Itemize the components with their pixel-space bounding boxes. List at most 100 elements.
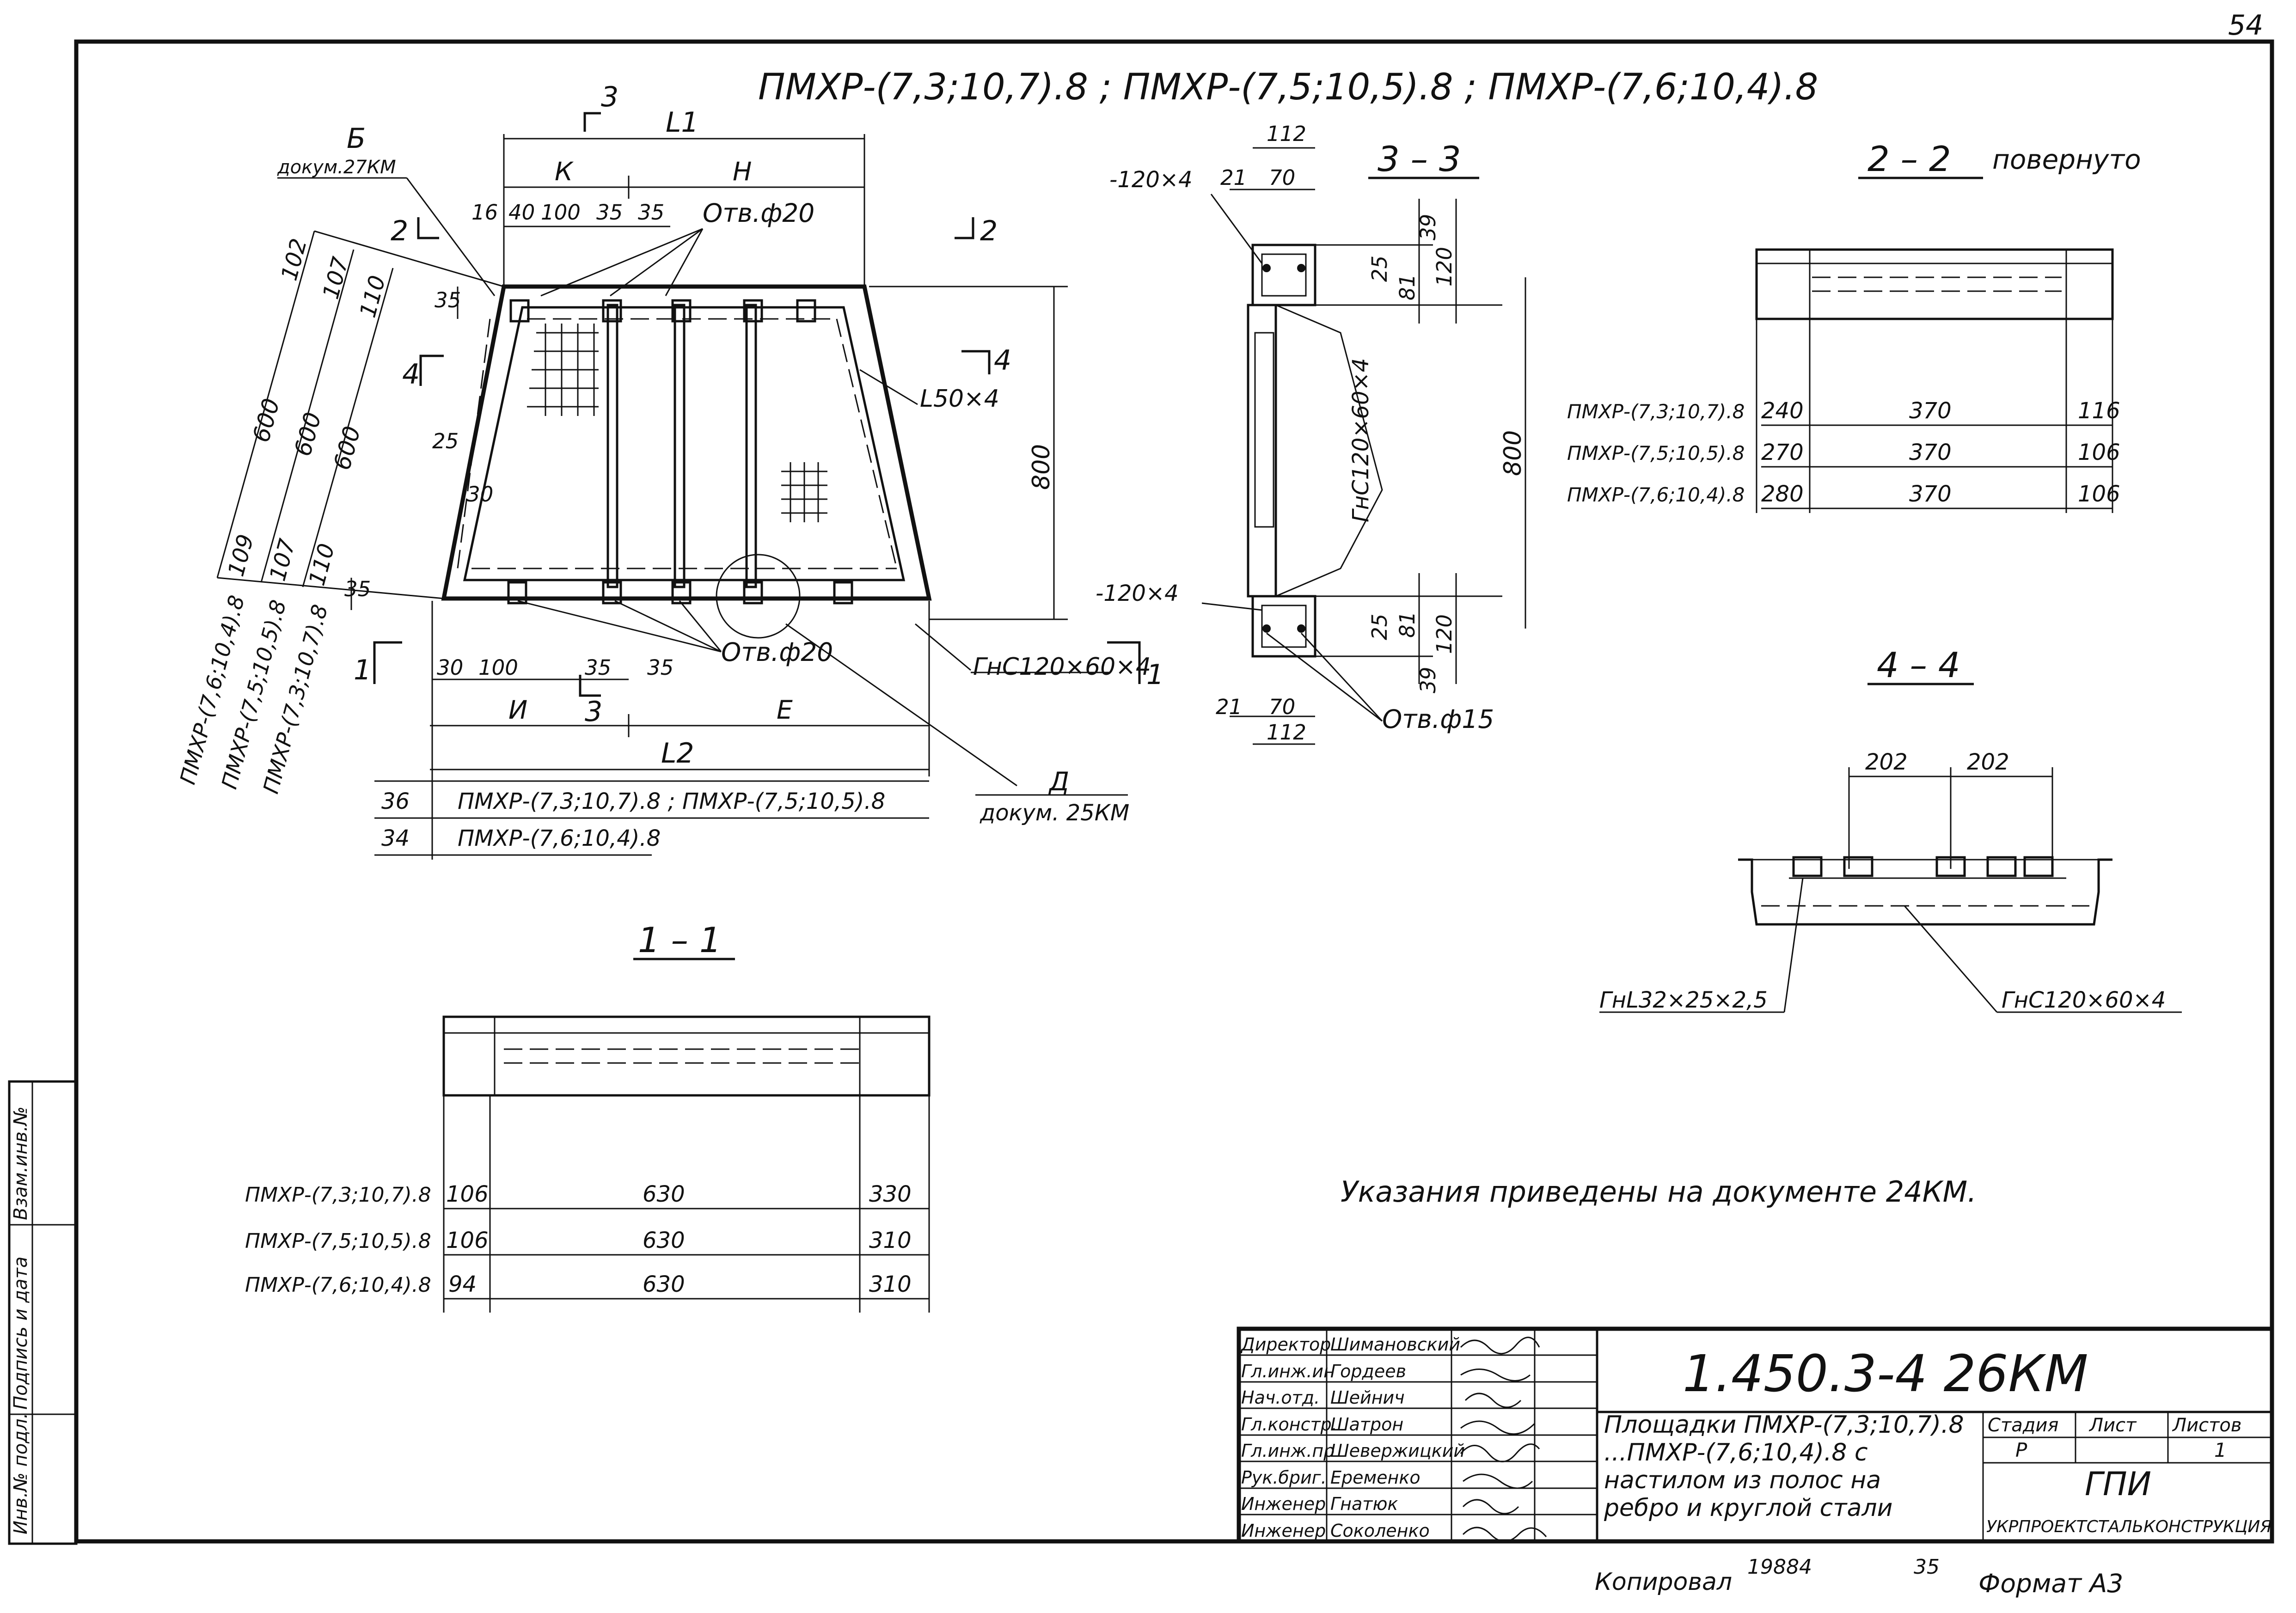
section-3-3-dim-25-top-text: 25 xyxy=(1367,256,1392,282)
title-block-roles-4-role-text: Гл.инж.пр xyxy=(1241,1441,1335,1461)
section-3-3-dim-21-top-text: 21 xyxy=(1220,165,1247,190)
plan-sec4-right-mark-text: 4 xyxy=(994,344,1011,377)
section-2-2-rows-2-right-text: 106 xyxy=(2078,481,2120,507)
plan-l2-rows-1-label-text: ПМХР-(7,6;10,4).8 xyxy=(458,825,661,851)
corner-mark: 54 xyxy=(2228,9,2263,42)
section-1-1-title: 1 – 1 xyxy=(638,920,722,960)
plan-dim-102-text: 102 xyxy=(276,236,312,283)
plan-inner-outline xyxy=(463,306,906,581)
plan-dim-k-text: К xyxy=(555,157,574,186)
section-2-2-rows-1-left-text: 270 xyxy=(1761,440,1804,465)
section-4-4-dim-202-b-text: 202 xyxy=(1967,749,2009,775)
section-3-3-dim-800-text: 800 xyxy=(1499,430,1527,476)
section-3-3-dim-70-bot-text: 70 xyxy=(1269,695,1295,719)
title-block-roles-0-role-text: Директор xyxy=(1240,1334,1331,1355)
plan-outline xyxy=(441,284,932,601)
section-3-3-channel-vertical-text: ГнС120×60×4 xyxy=(1348,358,1374,522)
section-1-1-rows-1-mid-text: 630 xyxy=(643,1228,685,1253)
title-block: Директор Шимановский Гл.инж.ин Гордеев Н… xyxy=(1237,1326,2274,1544)
footer-number-text: 19884 xyxy=(1747,1555,1812,1579)
section-2-2-rows-0-left-text: 240 xyxy=(1761,398,1804,424)
section-3-3-dim-25-bot-text: 25 xyxy=(1367,614,1392,640)
section-2-2-rows-0-right-text: 116 xyxy=(2078,398,2120,424)
section-2-2-rows-2-label-text: ПМХР-(7,6;10,4).8 xyxy=(1567,483,1745,506)
section-2-2: 2 – 2 повернуто ПМХР-(7,3;10,7).8 240 37… xyxy=(1567,139,2141,513)
plan-dim-110-bot-text: 110 xyxy=(304,541,340,588)
section-3-3: 3 – 3 112 21 70 -120×4 39 25 81 120 800 xyxy=(1096,122,1527,745)
section-4-4: 4 – 4 202 202 ГнL32×25×2,5 ГнС120×60×4 xyxy=(1599,645,2182,1013)
title-block-roles-2-role-text: Нач.отд. xyxy=(1241,1387,1320,1408)
plan-sec2-right-mark-text: 2 xyxy=(980,215,998,247)
title-block-roles-7-name-text: Соколенко xyxy=(1330,1521,1430,1541)
plan-dim-30-bot-text: 30 xyxy=(437,655,463,680)
plan-l2-rows-1-value-text: 34 xyxy=(381,825,410,851)
plan-dim-800-text: 800 xyxy=(1028,444,1055,490)
plan-sec2-left-mark-text: 2 xyxy=(391,215,408,247)
sec3-mark: 3 xyxy=(601,81,618,113)
section-3-3-dim-70-top-text: 70 xyxy=(1269,165,1295,190)
note-text: Указания приведены на документе 24КМ. xyxy=(1341,1175,1977,1209)
section-1-1: 1 – 1 ПМХР-(7,3;10,7).8 106 630 330 ПМХР… xyxy=(245,920,931,1313)
doc-code: 1.450.3-4 26КМ xyxy=(1683,1344,2088,1403)
section-1-1-rows-1-right-text: 310 xyxy=(869,1228,912,1253)
section-3-3-dim-39-bot-text: 39 xyxy=(1416,667,1440,693)
section-3-3-plate-bottom-text: -120×4 xyxy=(1096,580,1179,606)
title-block-roles-3-name-text: Шатрон xyxy=(1330,1414,1403,1435)
section-3-3-dim-112-top-text: 112 xyxy=(1267,122,1306,146)
plan-dim-l2-text: L2 xyxy=(661,737,694,770)
title-block-roles-1-role-text: Гл.инж.ин xyxy=(1241,1361,1335,1381)
side-stamp-col2-text: Подпись и дата xyxy=(10,1257,31,1410)
section-4-4-title: 4 – 4 xyxy=(1877,645,1960,685)
footer-page-text: 35 xyxy=(1914,1555,1940,1579)
plan-view: L1 К Н 16 40 100 35 35 Отв.ф20 3 2 2 4 4… xyxy=(175,81,1164,860)
plan-dim-h-text: Н xyxy=(733,157,752,186)
title-block-roles-5-role-text: Рук.бриг. xyxy=(1241,1467,1327,1488)
plan-dim-35-bot2-text: 35 xyxy=(647,655,673,680)
plan-dim-16-text: 16 xyxy=(471,200,498,225)
title-block-roles-2-name-text: Шейнич xyxy=(1330,1387,1405,1408)
header-title: ПМХР-(7,3;10,7).8 ; ПМХР-(7,5;10,5).8 ; … xyxy=(758,67,1818,108)
section-1-1-rows-2-mid-text: 630 xyxy=(643,1271,685,1297)
section-4-4-channel-text: ГнС120×60×4 xyxy=(2002,987,2166,1013)
section-2-2-subtitle-text: повернуто xyxy=(1992,144,2141,175)
footer-copied-text: Копировал xyxy=(1595,1568,1732,1596)
plan-sec3-bottom-mark-text: 3 xyxy=(585,696,602,728)
section-3-3-dim-21-bot-text: 21 xyxy=(1216,695,1242,719)
section-1-1-rows-2-label-text: ПМХР-(7,6;10,4).8 xyxy=(245,1273,431,1297)
plan-dim-100-bot-text: 100 xyxy=(478,655,518,680)
title-block-roles-1-name-text: Гордеев xyxy=(1330,1361,1406,1381)
section-1-1-rows-0-right-text: 330 xyxy=(869,1181,912,1207)
title-block-roles-6-role-text: Инженер xyxy=(1241,1494,1326,1514)
title-block-description-lines-0-text: Площадки ПМХР-(7,3;10,7).8 xyxy=(1604,1411,1964,1439)
footer-format-text: Формат А3 xyxy=(1978,1569,2123,1598)
plan-l2-rows-0-value-text: 36 xyxy=(381,788,410,814)
title-block-stage-header-text: Стадия xyxy=(1988,1415,2058,1436)
title-block-roles-3-role-text: Гл.констр. xyxy=(1241,1414,1337,1435)
plan-detail-a-doc-text: докум. 25КМ xyxy=(980,800,1129,826)
l2-table: 36 ПМХР-(7,3;10,7).8 ; ПМХР-(7,5;10,5).8… xyxy=(374,780,929,856)
section-3-3-dim-120-bot-text: 120 xyxy=(1432,614,1457,654)
plan-dim-l1-text: L1 xyxy=(666,106,699,139)
plan-dim-35-top2-text: 35 xyxy=(638,200,664,225)
section-1-1-rows-2-left-text: 94 xyxy=(448,1271,477,1297)
plan-dim-e-text: Е xyxy=(777,695,793,725)
section-2-2-rows-2-left-text: 280 xyxy=(1761,481,1804,507)
title-block-roles-6-name-text: Гнатюк xyxy=(1330,1494,1398,1514)
section-2-2-rows-0-mid-text: 370 xyxy=(1909,398,1952,424)
sheet-frame xyxy=(74,39,2274,1544)
detail-b-letter: Б xyxy=(347,122,366,155)
title-block-description-lines-3-text: ребро и круглой стали xyxy=(1604,1494,1892,1522)
plan-dim-40-text: 40 xyxy=(508,200,535,225)
section-3-3-dim-112-bot-text: 112 xyxy=(1267,720,1306,745)
title-block-sheet-header-text: Лист xyxy=(2088,1415,2137,1436)
title-block-roles-0-name-text: Шимановский xyxy=(1330,1334,1460,1355)
section-4-4-dim-202-a-text: 202 xyxy=(1865,749,1908,775)
title-block-sheets-value-text: 1 xyxy=(2214,1439,2227,1461)
plan-dim-600-a-text: 600 xyxy=(248,396,285,445)
section-2-2-rows-1-mid-text: 370 xyxy=(1909,440,1952,465)
section-2-2-title: 2 – 2 xyxy=(1867,139,1951,179)
plan-dim-35-left-bot-text: 35 xyxy=(344,577,371,601)
title-block-roles-4-name-text: Шевержицкий xyxy=(1330,1441,1465,1461)
title-block-roles-7-role-text: Инженер xyxy=(1241,1521,1326,1541)
detail-b-doc: докум.27КМ xyxy=(277,157,396,178)
